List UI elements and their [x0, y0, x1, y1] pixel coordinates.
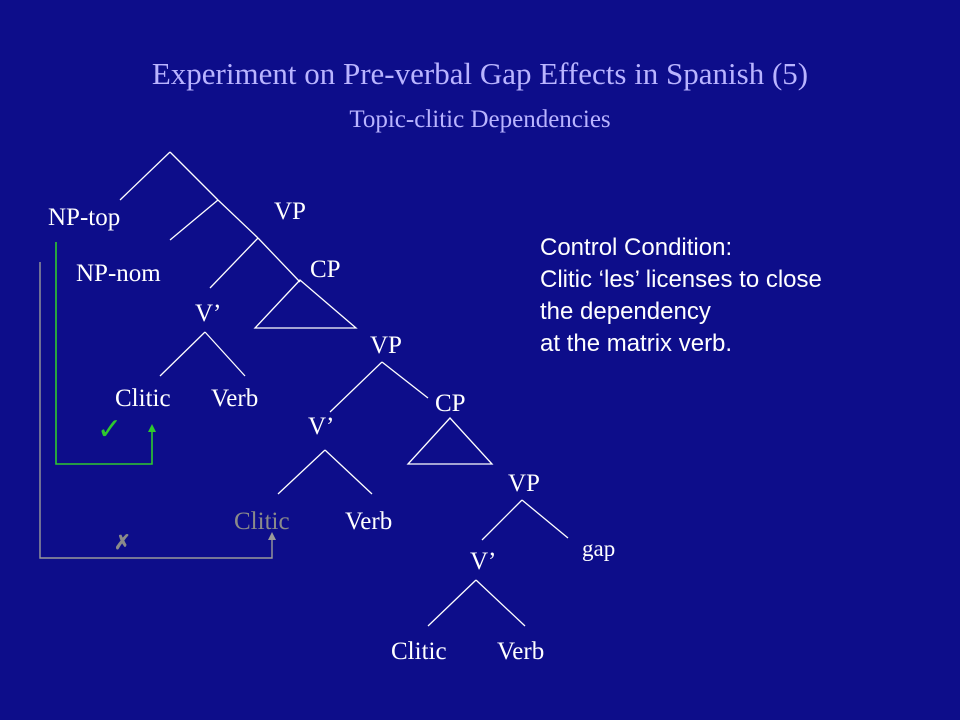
clitic-label: Clitic [115, 385, 171, 412]
v-bar-label: V’ [308, 413, 335, 440]
tree-edge [119, 151, 171, 201]
v-bar-label: V’ [470, 548, 497, 575]
np-top-label: NP-top [48, 204, 121, 231]
note-line: Control Condition: [540, 234, 733, 261]
tree-edge [217, 199, 259, 239]
tree-edge [209, 237, 259, 289]
tree-edge [324, 449, 373, 495]
np-nom-label: NP-nom [76, 260, 161, 287]
vp-label: VP [508, 470, 540, 497]
vp-label: VP [274, 198, 306, 225]
v-bar-label: V’ [195, 300, 222, 327]
clitic-label: Clitic [391, 638, 447, 665]
green-dependency-path [55, 242, 156, 465]
cp-triangle [406, 417, 494, 465]
tree-edge [169, 151, 219, 201]
cp-label: CP [435, 390, 466, 417]
tree-edge [329, 361, 383, 413]
verb-label: Verb [497, 638, 545, 665]
gap-label: gap [582, 536, 616, 561]
tree-edge [169, 199, 219, 241]
tree-edge [204, 331, 246, 377]
verb-label: Verb [211, 385, 259, 412]
note-line: the dependency [540, 298, 711, 325]
verb-label: Verb [345, 508, 393, 535]
tree-edge [481, 499, 523, 541]
tree-edge [257, 237, 301, 283]
tree-edge [475, 579, 526, 627]
tree-edge [427, 579, 477, 627]
tree-edge [521, 499, 569, 539]
cp-triangle [253, 279, 358, 329]
gray-dependency-path [39, 262, 276, 559]
tree-edge [381, 361, 429, 399]
cross-icon: ✗ [114, 532, 131, 554]
control-condition-note: Control Condition: Clitic ‘les’ licenses… [540, 232, 822, 360]
slide-subtitle: Topic-clitic Dependencies [349, 106, 611, 133]
note-line: Clitic ‘les’ licenses to close [540, 266, 822, 293]
vp-label: VP [370, 332, 402, 359]
tree-edge [159, 331, 206, 377]
tree-edge [277, 449, 326, 495]
clitic-label-gray: Clitic [234, 508, 290, 535]
note-line: at the matrix verb. [540, 330, 733, 357]
cp-label: CP [310, 256, 341, 283]
check-icon: ✓ [97, 413, 123, 446]
slide-title: Experiment on Pre-verbal Gap Effects in … [151, 56, 809, 91]
